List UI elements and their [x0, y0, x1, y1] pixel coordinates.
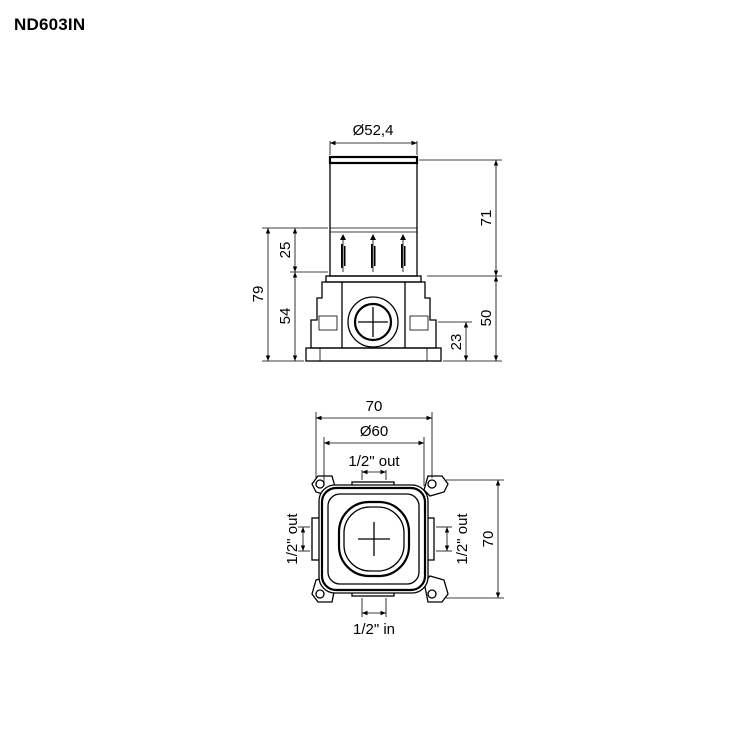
dim-diameter-60: Ø60 — [360, 423, 388, 440]
dim-50: 50 — [478, 310, 495, 327]
dim-71: 71 — [478, 210, 495, 227]
body-markings — [340, 234, 406, 272]
dim-diameter-52: Ø52,4 — [353, 122, 394, 139]
top-view: 70 Ø60 1/2" out 1/2" in 1/2" out 1/2" ou… — [284, 398, 504, 638]
port-top-label: 1/2" out — [348, 453, 400, 470]
inner-cavity — [337, 500, 411, 578]
dim-height-70: 70 — [480, 531, 497, 548]
dim-23: 23 — [448, 334, 465, 351]
side-view: Ø52,4 71 50 23 79 25 54 — [250, 122, 502, 362]
body-base — [305, 347, 442, 362]
outlet-bore — [353, 302, 393, 342]
body-collar — [325, 275, 422, 283]
port-left-label: 1/2" out — [284, 513, 301, 565]
dim-79: 79 — [250, 286, 267, 303]
port-right-label: 1/2" out — [454, 513, 471, 565]
outlet-ring — [347, 296, 399, 348]
dim-width-70: 70 — [366, 398, 383, 415]
cylinder-cap — [328, 155, 419, 165]
port-bottom-label: 1/2" in — [353, 621, 395, 638]
dim-54: 54 — [277, 308, 294, 325]
drawing-title: ND603IN — [14, 15, 86, 34]
dim-25: 25 — [277, 242, 294, 259]
